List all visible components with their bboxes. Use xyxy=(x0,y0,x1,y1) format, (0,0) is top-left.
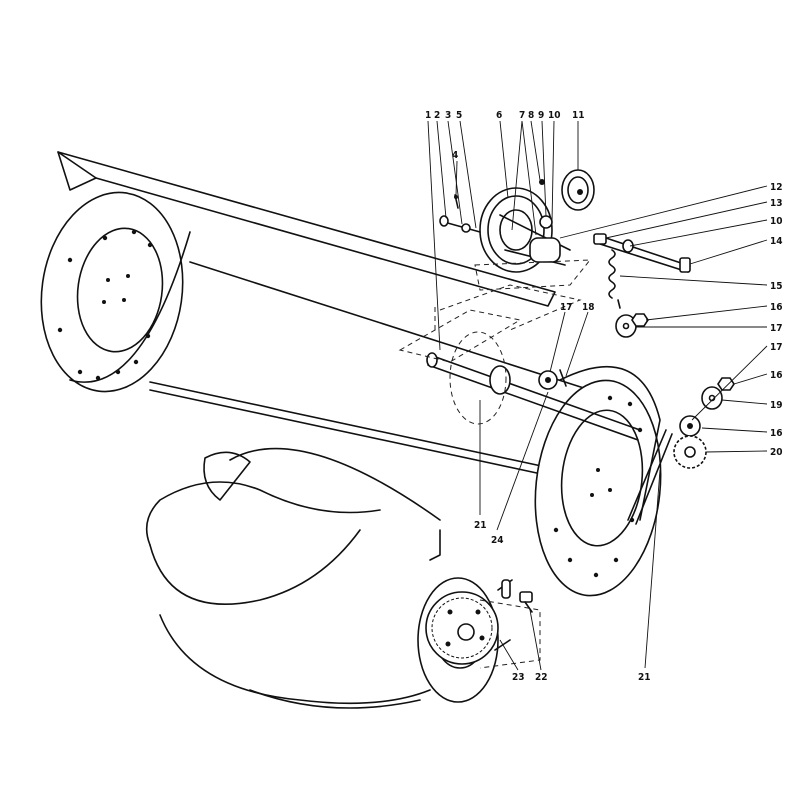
callout-8: 8 xyxy=(528,110,534,121)
callout-5: 5 xyxy=(456,110,462,121)
callout-14: 14 xyxy=(770,236,783,247)
washers-and-nuts xyxy=(615,313,735,410)
callout-12: 12 xyxy=(770,182,783,193)
callout-21a: 21 xyxy=(474,520,487,531)
callout-4: 4 xyxy=(452,150,458,161)
left-side-plate xyxy=(40,191,191,393)
leader-lines xyxy=(427,120,768,671)
pulley-assembly xyxy=(474,169,595,291)
callout-20: 20 xyxy=(770,447,783,458)
callout-23: 23 xyxy=(512,672,525,683)
idler-spring-assembly xyxy=(593,233,691,309)
callout-9: 9 xyxy=(538,110,544,121)
callout-13: 13 xyxy=(770,198,783,209)
callout-15: 15 xyxy=(770,281,783,292)
drive-shaft xyxy=(426,331,641,441)
callout-10a: 10 xyxy=(548,110,561,121)
callout-11: 11 xyxy=(572,110,585,121)
callout-16b: 16 xyxy=(770,370,783,381)
right-side-plate xyxy=(534,365,662,597)
auger-housing xyxy=(57,151,591,479)
callout-16c: 16 xyxy=(770,428,783,439)
mounting-bracket xyxy=(398,284,582,363)
callout-17c: 17 xyxy=(770,342,783,353)
callout-17b: 17 xyxy=(560,302,573,313)
callout-labels: 1 2 3 5 4 6 7 8 9 10 11 12 13 10 14 15 1… xyxy=(425,110,783,683)
callout-18: 18 xyxy=(582,302,595,313)
callout-16a: 16 xyxy=(770,302,783,313)
auger-sprocket-and-chain xyxy=(425,579,541,669)
callout-7: 7 xyxy=(519,110,525,121)
callout-2: 2 xyxy=(434,110,440,121)
callout-24: 24 xyxy=(491,535,504,546)
chain-idler-parts xyxy=(501,579,533,613)
callout-1: 1 xyxy=(425,110,431,121)
auger-assembly xyxy=(145,447,499,709)
callout-19: 19 xyxy=(770,400,783,411)
shaft-sprocket xyxy=(538,369,567,390)
pulley-bolt xyxy=(439,194,481,233)
callout-21b: 21 xyxy=(638,672,651,683)
callout-10b: 10 xyxy=(770,216,783,227)
callout-17a: 17 xyxy=(770,323,783,334)
callout-3: 3 xyxy=(445,110,451,121)
callout-22: 22 xyxy=(535,672,548,683)
callout-6: 6 xyxy=(496,110,502,121)
